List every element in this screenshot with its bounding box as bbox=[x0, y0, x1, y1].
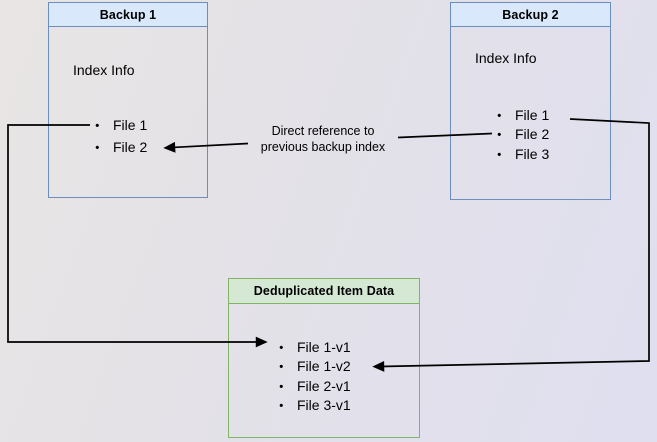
backup1-file-item: File 2 bbox=[92, 136, 147, 158]
backup1-title: Backup 1 bbox=[49, 3, 207, 27]
dedup-file-item: File 1-v2 bbox=[276, 357, 351, 377]
dedup-title: Deduplicated Item Data bbox=[229, 279, 419, 304]
backup1-index-info-label: Index Info bbox=[73, 62, 135, 78]
dedup-file-item: File 3-v1 bbox=[276, 396, 351, 416]
dedup-file-list: File 1-v1 File 1-v2 File 2-v1 File 3-v1 bbox=[276, 337, 351, 415]
backup2-title: Backup 2 bbox=[451, 3, 610, 27]
backup1-box: Backup 1 bbox=[48, 2, 208, 198]
direct-reference-annotation: Direct reference to previous backup inde… bbox=[233, 124, 413, 155]
backup2-file-list: File 1 File 2 File 3 bbox=[494, 105, 549, 164]
backup2-file-item: File 2 bbox=[494, 125, 549, 145]
backup2-box: Backup 2 bbox=[450, 2, 611, 200]
backup2-file-item: File 3 bbox=[494, 144, 549, 164]
backup2-file-item: File 1 bbox=[494, 105, 549, 125]
annotation-line2: previous backup index bbox=[260, 139, 386, 154]
dedup-file-item: File 2-v1 bbox=[276, 376, 351, 396]
dedup-file-item: File 1-v1 bbox=[276, 337, 351, 357]
annotation-line1: Direct reference to bbox=[271, 124, 375, 138]
backup1-file-item: File 1 bbox=[92, 114, 147, 136]
backup2-index-info-label: Index Info bbox=[475, 50, 537, 66]
backup1-file-list: File 1 File 2 bbox=[92, 114, 147, 158]
